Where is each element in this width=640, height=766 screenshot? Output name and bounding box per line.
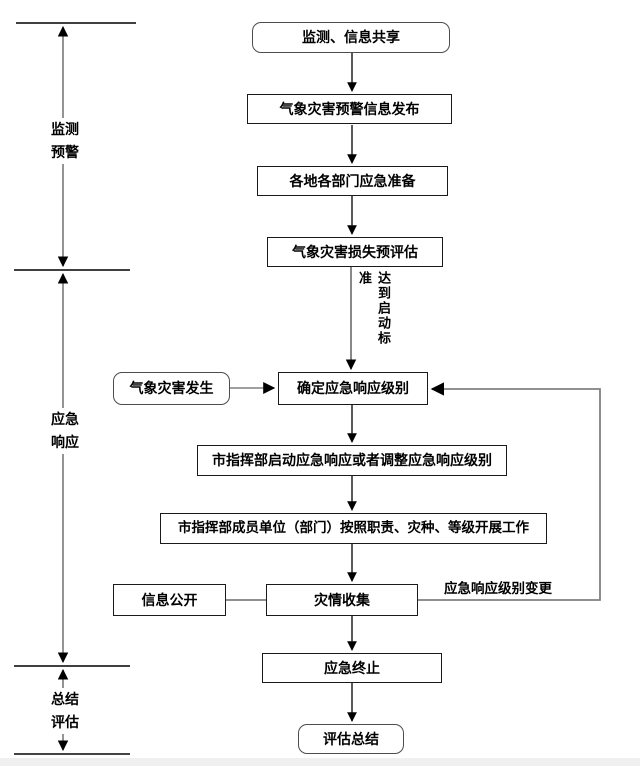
node-warning-release: 气象灾害预警信息发布: [247, 94, 452, 124]
phase-label-response: 应急 响应: [43, 408, 87, 455]
node-members-work: 市指挥部成员单位（部门）按照职责、灾种、等级开展工作: [160, 513, 547, 544]
node-disaster-collection: 灾情收集: [266, 584, 418, 616]
node-loss-preassessment: 气象灾害损失预评估: [267, 237, 443, 267]
node-info-disclosure: 信息公开: [113, 584, 226, 616]
node-dept-preparation: 各地各部门应急准备: [257, 166, 448, 196]
node-monitor-share: 监测、信息共享: [252, 22, 450, 53]
page-bottom-band: [0, 758, 640, 766]
node-emergency-end: 应急终止: [262, 653, 442, 683]
node-hq-start-adjust: 市指挥部启动应急响应或者调整应急响应级别: [197, 445, 507, 476]
edge-label-reach-criteria: 达到启动标准: [355, 271, 393, 357]
node-disaster-occurs: 气象灾害发生: [113, 372, 230, 405]
feedback-loop-level-change: [418, 382, 601, 601]
phase-label-summary: 总结 评估: [43, 688, 87, 735]
phase-label-monitoring: 监测 预警: [43, 118, 87, 165]
edge-label-level-change: 应急响应级别变更: [444, 581, 552, 596]
node-determine-level: 确定应急响应级别: [278, 372, 428, 405]
node-evaluation-summary: 评估总结: [298, 724, 404, 754]
